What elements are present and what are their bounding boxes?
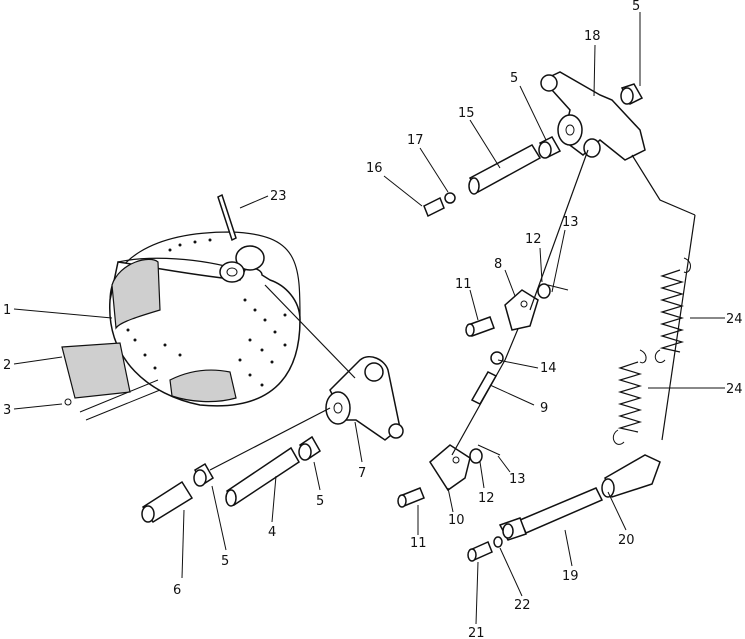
callout-24: 24 <box>726 382 743 397</box>
callout-11: 11 <box>410 536 427 551</box>
lower-cotter <box>477 444 501 456</box>
callout-1: 1 <box>3 303 11 318</box>
callout-5: 5 <box>632 0 640 14</box>
lower-shaft-assembly <box>141 407 331 524</box>
cotter-pin <box>217 193 237 242</box>
pedal-lever <box>529 71 696 311</box>
adjuster-rod <box>451 311 526 456</box>
callout-16: 16 <box>366 161 383 176</box>
lower-washer <box>469 448 483 464</box>
band-lever <box>264 284 404 441</box>
lining-rivets <box>64 379 161 421</box>
brake-band <box>109 231 301 407</box>
upper-washer <box>537 283 551 299</box>
callout-2: 2 <box>3 358 11 373</box>
lower-bolt <box>397 487 425 508</box>
callout-4: 4 <box>268 525 276 540</box>
callout-3: 3 <box>3 403 11 418</box>
callout-10: 10 <box>448 513 465 528</box>
upper-shaft-assembly <box>423 136 562 218</box>
callout-13: 13 <box>562 215 579 230</box>
callout-20: 20 <box>618 533 635 548</box>
callout-9: 9 <box>540 401 548 416</box>
upper-clevis <box>504 289 539 331</box>
upper-spring <box>654 257 691 364</box>
band-rivet-holes <box>126 238 287 387</box>
brake-lining <box>61 342 131 399</box>
callout-14: 14 <box>540 361 557 376</box>
callout-8: 8 <box>494 257 502 272</box>
lower-spring <box>612 349 647 445</box>
callout-18: 18 <box>584 29 601 44</box>
callout-24: 24 <box>726 312 743 327</box>
callout-6: 6 <box>173 583 181 598</box>
callout-22: 22 <box>514 598 531 613</box>
band-lining <box>111 258 161 330</box>
callout-19: 19 <box>562 569 579 584</box>
callout-7: 7 <box>358 466 366 481</box>
callout-5: 5 <box>510 71 518 86</box>
callout-12: 12 <box>478 491 495 506</box>
callout-17: 17 <box>407 133 424 148</box>
callout-21: 21 <box>468 626 485 639</box>
band-lining <box>169 369 237 403</box>
upper-cotter <box>547 284 569 291</box>
rear-shaft-assembly <box>467 454 661 562</box>
leader-lines <box>13 12 725 625</box>
callout-labels: 1 2 3 4 5 5 5 5 6 7 8 9 10 11 11 12 12 1… <box>3 0 743 639</box>
callout-12: 12 <box>525 232 542 247</box>
callout-15: 15 <box>458 106 475 121</box>
callout-11: 11 <box>455 277 472 292</box>
lower-clevis <box>429 444 471 492</box>
upper-bolt <box>465 316 495 337</box>
callout-13: 13 <box>509 472 526 487</box>
callout-5: 5 <box>316 494 324 509</box>
callout-5: 5 <box>221 554 229 569</box>
callout-23: 23 <box>270 189 287 204</box>
